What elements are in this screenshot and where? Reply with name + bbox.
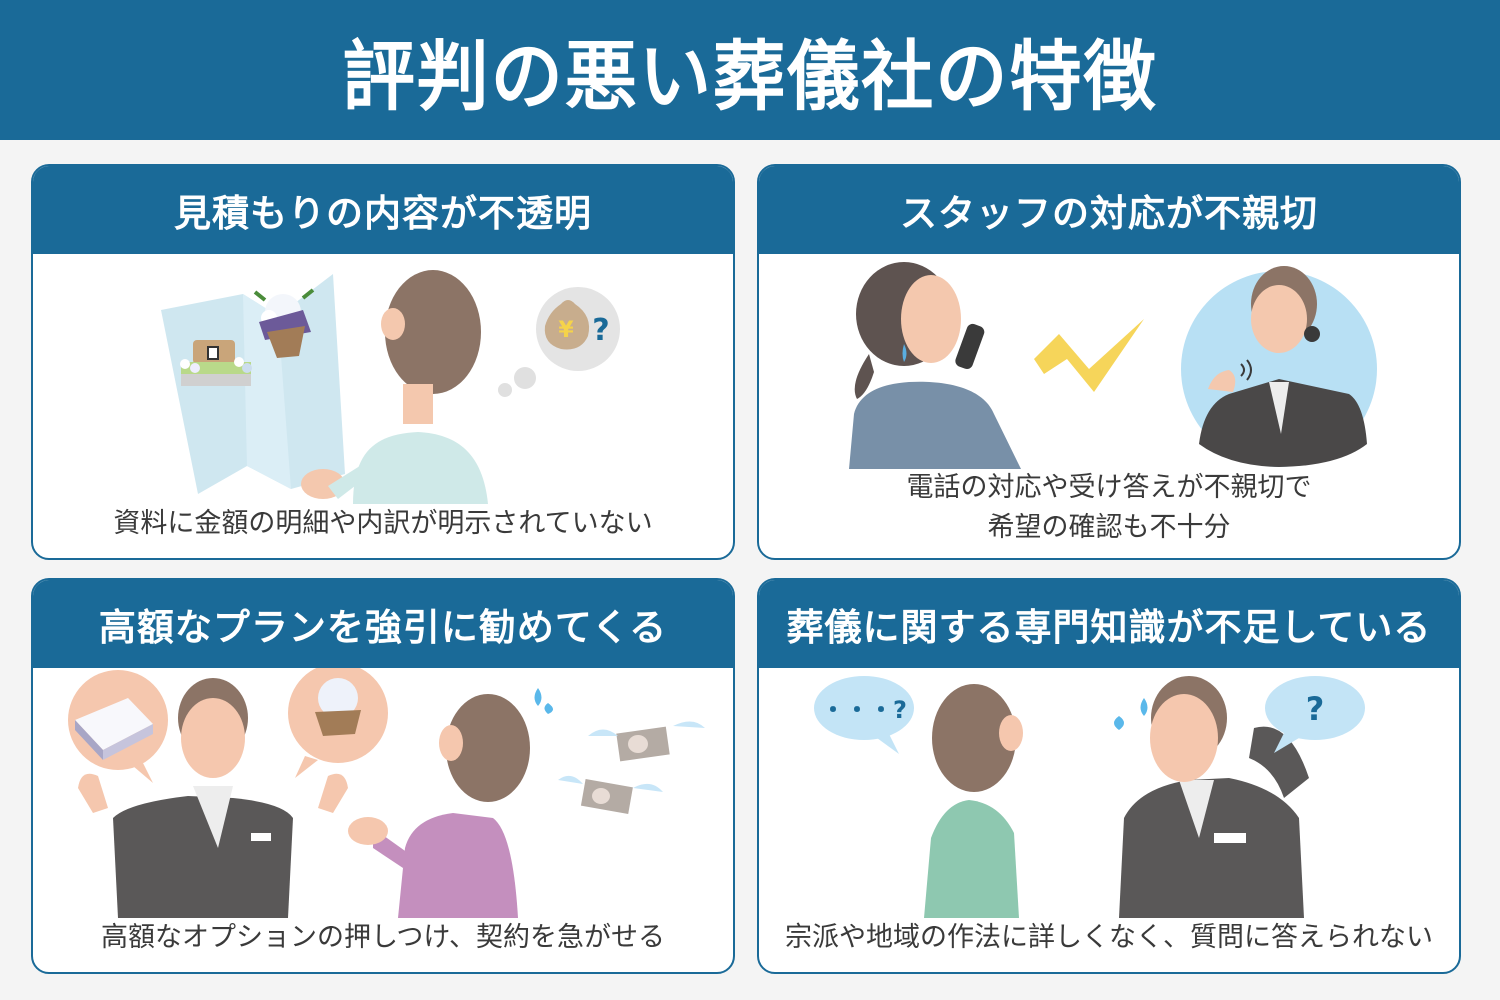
- woman-on-phone-icon: [849, 262, 1021, 469]
- speech-bubble-question-icon: ?: [1265, 676, 1365, 753]
- gift-box-bubble-icon: [68, 670, 168, 783]
- card-caption: 宗派や地域の作法に詳しくなく、質問に答えられない: [785, 922, 1433, 953]
- yen-symbol-icon: ¥: [558, 318, 574, 343]
- illustration-staff-upselling: [33, 668, 733, 918]
- staff-scratching-head-icon: [1119, 676, 1309, 918]
- card-lack-of-expertise: 葬儀に関する専門知識が不足している ・・・?: [757, 578, 1461, 974]
- main-header: 評判の悪い葬儀社の特徴: [0, 0, 1500, 140]
- card-header: 高額なプランを強引に勧めてくる: [33, 580, 733, 668]
- staff-with-headset-icon: [1181, 266, 1377, 467]
- caption-line: 電話の対応や受け答えが不親切で: [906, 472, 1312, 503]
- question-mark-icon: ?: [592, 313, 609, 348]
- illustration-woman-reading-pamphlet: ¥ ?: [33, 254, 733, 504]
- card-title: 葬儀に関する専門知識が不足している: [786, 606, 1432, 649]
- svg-text:・・・?: ・・・?: [821, 696, 907, 724]
- card-pushy-expensive-plans: 高額なプランを強引に勧めてくる: [31, 578, 735, 974]
- caption-line: 希望の確認も不十分: [987, 512, 1231, 543]
- card-caption: 電話の対応や受け答えが不親切で 希望の確認も不十分: [759, 468, 1459, 548]
- card-title: 見積もりの内容が不透明: [174, 192, 592, 235]
- card-header: 葬儀に関する専門知識が不足している: [759, 580, 1459, 668]
- lightning-signal-icon: [1034, 319, 1144, 392]
- illustration-phone-call: [759, 254, 1459, 504]
- flower-basket-bubble-icon: [288, 668, 388, 778]
- flying-money-icon: [558, 721, 705, 814]
- card-caption: 資料に金額の明細や内訳が明示されていない: [113, 508, 653, 539]
- svg-text:?: ?: [1306, 690, 1325, 728]
- card-unfriendly-staff: スタッフの対応が不親切 電: [757, 164, 1461, 560]
- card-opaque-estimate: 見積もりの内容が不透明: [31, 164, 735, 560]
- woman-figure-icon: [348, 694, 530, 918]
- pamphlet-icon: [161, 274, 345, 494]
- card-title: スタッフの対応が不親切: [900, 192, 1318, 235]
- card-header: 見積もりの内容が不透明: [33, 166, 733, 254]
- sweat-drop-icon: [1114, 698, 1148, 730]
- page-title: 評判の悪い葬儀社の特徴: [342, 32, 1158, 121]
- smartphone-icon: [955, 323, 985, 370]
- woman-figure-icon: [924, 684, 1023, 918]
- money-bag-icon: [544, 300, 590, 350]
- thought-bubble-icon: ¥ ?: [498, 287, 620, 397]
- woman-figure-icon: [328, 270, 488, 504]
- illustration-confused-staff: ・・・? ?: [759, 668, 1459, 918]
- card-title: 高額なプランを強引に勧めてくる: [98, 606, 668, 649]
- speech-bubble-ellipsis-icon: ・・・?: [814, 676, 914, 754]
- sweat-drop-icon: [902, 344, 907, 362]
- sweat-drop-icon: [534, 688, 553, 714]
- card-caption: 高額なオプションの押しつけ、契約を急がせる: [100, 922, 666, 953]
- card-header: スタッフの対応が不親切: [759, 166, 1459, 254]
- staff-figure-icon: [78, 678, 348, 918]
